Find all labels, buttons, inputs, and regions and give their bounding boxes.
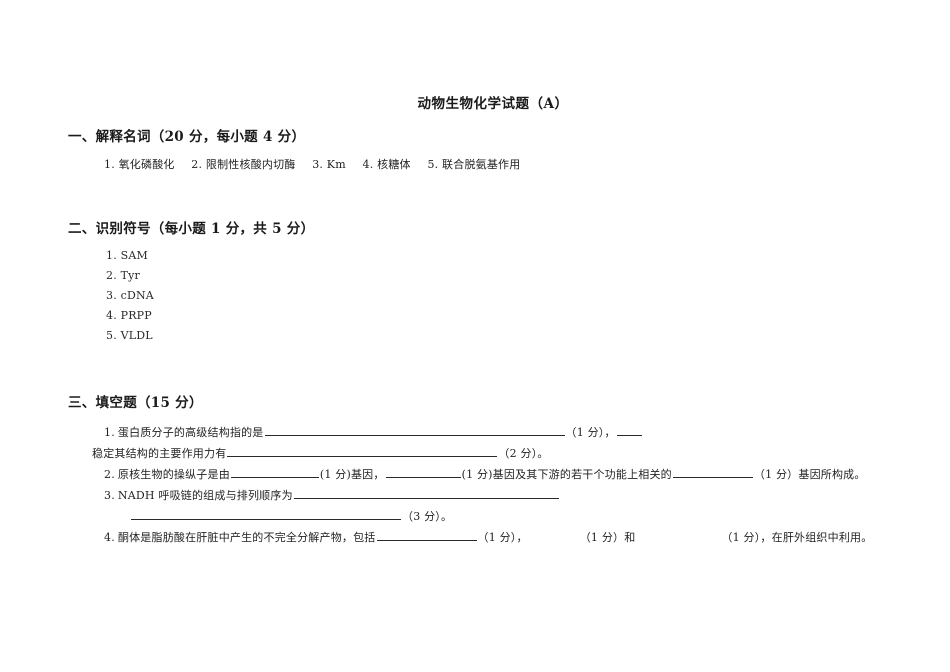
question-text: NADH 呼吸链的组成与排列顺序为 [117,489,293,503]
answer-blank[interactable] [264,424,565,436]
question-score: （1 分）， [565,425,616,439]
question-number: 2. [104,467,115,481]
question-score: (1 分)基因， [319,467,385,481]
question-text: 稳定其结构的主要作用力有 [92,446,227,460]
section-heading-1: 一、解释名词（20 分，每小题 4 分） [68,129,306,145]
term-item: 4. 核糖体 [362,158,411,172]
question-text: 酮体是脂肪酸在肝脏中产生的不完全分解产物，包括 [117,531,376,545]
question-number: 4. [104,531,115,545]
answer-blank[interactable] [616,424,642,436]
term-item: 3. Km [312,158,346,172]
section-heading-2: 二、识别符号（每小题 1 分，共 5 分） [68,221,315,238]
answer-blank[interactable] [131,508,401,521]
answer-blank[interactable] [376,529,477,542]
list-item: 2. Tyr [106,268,141,282]
section-heading-3: 三、填空题（15 分） [68,394,203,411]
question-4-line: 4.酮体是脂肪酸在肝脏中产生的不完全分解产物，包括 （1 分）， （1 分）和 （1 … [68,529,888,545]
question-2-line: 2.原核生物的操纵子是由 (1 分)基因， (1 分)基因及其下游的若干个功能上相关… [68,466,888,482]
list-item: 4. PRPP [106,308,152,322]
answer-blank[interactable] [230,466,319,478]
answer-blank[interactable] [528,530,580,541]
answer-blank[interactable] [672,466,753,478]
question-score: （2 分）。 [498,446,549,460]
page-title: 动物生物化学试题（A） [417,96,569,112]
question-text: 蛋白质分子的高级结构指的是 [117,425,264,439]
question-number: 1. [104,425,115,439]
list-item: 1. SAM [106,248,148,262]
term-item: 2. 限制性核酸内切酶 [191,158,296,172]
fill-in-blank-questions: 1.蛋白质分子的高级结构指的是 （1 分）， 稳定其结构的主要作用力有 （2 分）。… [68,424,888,545]
answer-blank[interactable] [227,445,498,457]
symbol-list: 1. SAM 2. Tyr 3. cDNA 4. PRPP 5. VLDL [68,250,888,341]
question-score: （1 分）和 [579,531,636,545]
question-text: 原核生物的操纵子是由 [117,467,230,481]
document-content: 动物生物化学试题（A） 一、解释名词（20 分，每小题 4 分） 1. 氧化磷酸… [68,92,888,550]
question-3-line-1: 3.NADH 呼吸链的组成与排列顺序为 [68,487,888,503]
answer-blank[interactable] [635,530,721,541]
question-score: （3 分）。 [402,510,453,524]
question-score: (1 分)基因及其下游的若干个功能上相关的 [461,467,672,481]
question-score: （1 分），在肝外组织中利用。 [721,531,873,545]
answer-blank[interactable] [385,466,461,478]
question-number: 3. [104,489,115,503]
term-item: 5. 联合脱氨基作用 [427,158,521,172]
term-list: 1. 氧化磷酸化 2. 限制性核酸内切酶 3. Km 4. 核糖体 5. 联合脱… [68,156,888,173]
list-item: 5. VLDL [106,328,153,342]
question-1-line-2: 稳定其结构的主要作用力有 （2 分）。 [68,445,888,461]
list-item: 3. cDNA [106,288,154,302]
question-1-line-1: 1.蛋白质分子的高级结构指的是 （1 分）， [68,424,888,440]
question-score: （1 分）， [477,531,528,545]
term-item: 1. 氧化磷酸化 [104,158,175,172]
question-score: （1 分）基因所构成。 [753,467,866,481]
answer-blank[interactable] [293,487,559,500]
question-3-line-2: （3 分）。 [68,508,888,524]
